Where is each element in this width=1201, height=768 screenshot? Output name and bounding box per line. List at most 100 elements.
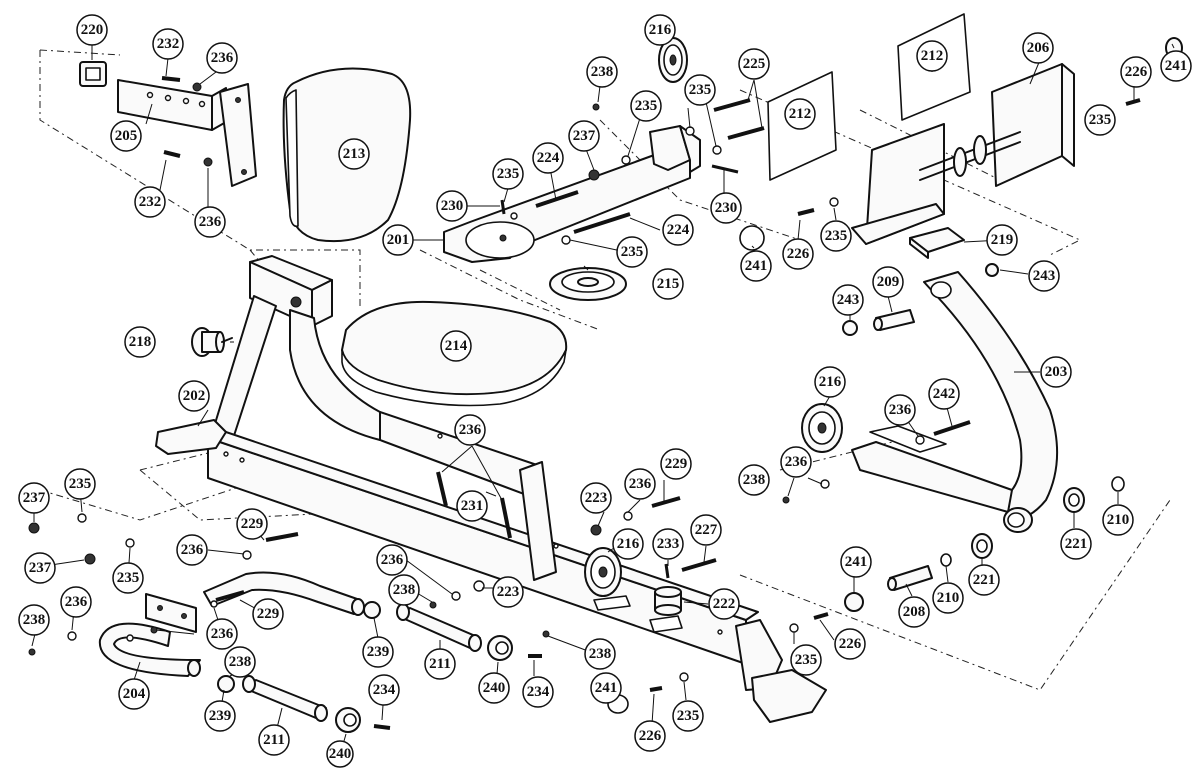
pulley-216-top: [658, 37, 688, 83]
svg-text:238: 238: [591, 64, 614, 80]
svg-text:201: 201: [387, 232, 410, 248]
svg-text:208: 208: [903, 604, 926, 620]
callout-201: 201: [382, 224, 414, 256]
callout-230-right: 230: [710, 192, 742, 224]
hardware: [28, 37, 1183, 730]
callout-238-lower-mid: 238: [584, 638, 616, 670]
callout-241-top: 241: [1160, 50, 1192, 82]
svg-text:221: 221: [1065, 536, 1088, 552]
tube-211-lower: [242, 675, 328, 722]
axle-209: [873, 309, 915, 331]
svg-text:222: 222: [713, 596, 736, 612]
callout-226-mid: 226: [782, 238, 814, 270]
callout-229-right: 229: [660, 448, 692, 480]
callout-224-top: 224: [532, 142, 564, 174]
svg-text:224: 224: [667, 222, 690, 238]
svg-text:220: 220: [81, 22, 104, 38]
callout-235-l: 235: [112, 562, 144, 594]
axle-208: [887, 565, 933, 591]
callout-237-lower: 237: [24, 552, 56, 584]
svg-text:237: 237: [573, 128, 596, 144]
svg-text:226: 226: [839, 636, 862, 652]
callout-236-center: 236: [454, 414, 486, 446]
svg-text:229: 229: [241, 516, 264, 532]
callout-239-left: 239: [204, 700, 236, 732]
callout-212-right: 212: [916, 40, 948, 72]
svg-text:233: 233: [657, 536, 680, 552]
callout-213: 213: [338, 138, 370, 170]
svg-text:216: 216: [819, 374, 842, 390]
svg-text:230: 230: [715, 200, 738, 216]
callout-237-upper: 237: [18, 482, 50, 514]
pulley-216-lower: [584, 547, 622, 597]
svg-text:236: 236: [889, 402, 912, 418]
svg-text:216: 216: [649, 22, 672, 38]
foot-assembly-206: [851, 63, 1075, 245]
bearing-221-upper: [1063, 487, 1085, 513]
svg-text:236: 236: [629, 476, 652, 492]
wheel-240-upper: [487, 635, 513, 661]
svg-text:209: 209: [877, 274, 900, 290]
svg-text:239: 239: [209, 708, 232, 724]
callout-235-e: 235: [1084, 104, 1116, 136]
callout-235-k: 235: [64, 468, 96, 500]
callout-226-lower-right: 226: [834, 628, 866, 660]
callout-236-g: 236: [884, 394, 916, 426]
svg-text:243: 243: [1033, 268, 1056, 284]
pulley-215: [549, 267, 627, 301]
svg-text:235: 235: [497, 166, 520, 182]
callout-238-right: 238: [738, 464, 770, 496]
stabilizer-204: [98, 571, 365, 677]
svg-text:223: 223: [585, 490, 608, 506]
callout-224-bottom: 224: [662, 214, 694, 246]
rear-foot-plate: [751, 669, 827, 723]
svg-text:242: 242: [933, 386, 956, 402]
svg-text:243: 243: [837, 292, 860, 308]
callout-labels: 220 232 236 205 232 236 213 216 238 235 …: [18, 14, 1192, 768]
callout-206: 206: [1022, 32, 1054, 64]
callout-216-top: 216: [644, 14, 676, 46]
callout-234-mid: 234: [522, 676, 554, 708]
callout-235-d: 235: [616, 236, 648, 268]
svg-text:235: 235: [689, 82, 712, 98]
callout-212-left: 212: [784, 98, 816, 130]
svg-text:235: 235: [117, 570, 140, 586]
callout-236-top: 236: [206, 42, 238, 74]
svg-text:225: 225: [743, 56, 766, 72]
callout-241-lower-mid: 241: [590, 672, 622, 704]
seat-slider-201: [443, 125, 701, 263]
callout-239-right: 239: [362, 636, 394, 668]
svg-text:236: 236: [211, 50, 234, 66]
callout-221-upper: 221: [1060, 528, 1092, 560]
svg-text:235: 235: [635, 98, 658, 114]
callout-229-left: 229: [252, 598, 284, 630]
svg-text:240: 240: [483, 680, 506, 696]
callout-223-upper: 223: [580, 482, 612, 514]
svg-text:236: 236: [785, 454, 808, 470]
svg-text:236: 236: [199, 214, 222, 230]
svg-text:237: 237: [23, 490, 46, 506]
part-shapes: [79, 13, 1085, 733]
svg-text:234: 234: [527, 684, 550, 700]
callout-221-lower: 221: [968, 564, 1000, 596]
upright-203: [851, 271, 1059, 533]
svg-text:235: 235: [69, 476, 92, 492]
svg-text:235: 235: [677, 708, 700, 724]
svg-text:236: 236: [181, 542, 204, 558]
spacer-222: [654, 586, 682, 616]
callout-232-top: 232: [152, 28, 184, 60]
svg-text:205: 205: [115, 128, 138, 144]
svg-text:226: 226: [787, 246, 810, 262]
callout-236-h: 236: [780, 446, 812, 478]
callout-220: 220: [76, 14, 108, 46]
callout-232-bottom: 232: [134, 186, 166, 218]
callout-236-j: 236: [376, 544, 408, 576]
callout-236-left-bottom: 236: [194, 206, 226, 238]
callout-219: 219: [986, 224, 1018, 256]
callout-214: 214: [440, 330, 472, 362]
svg-text:236: 236: [381, 552, 404, 568]
svg-text:213: 213: [343, 146, 366, 162]
svg-text:206: 206: [1027, 40, 1050, 56]
svg-text:241: 241: [745, 258, 768, 274]
